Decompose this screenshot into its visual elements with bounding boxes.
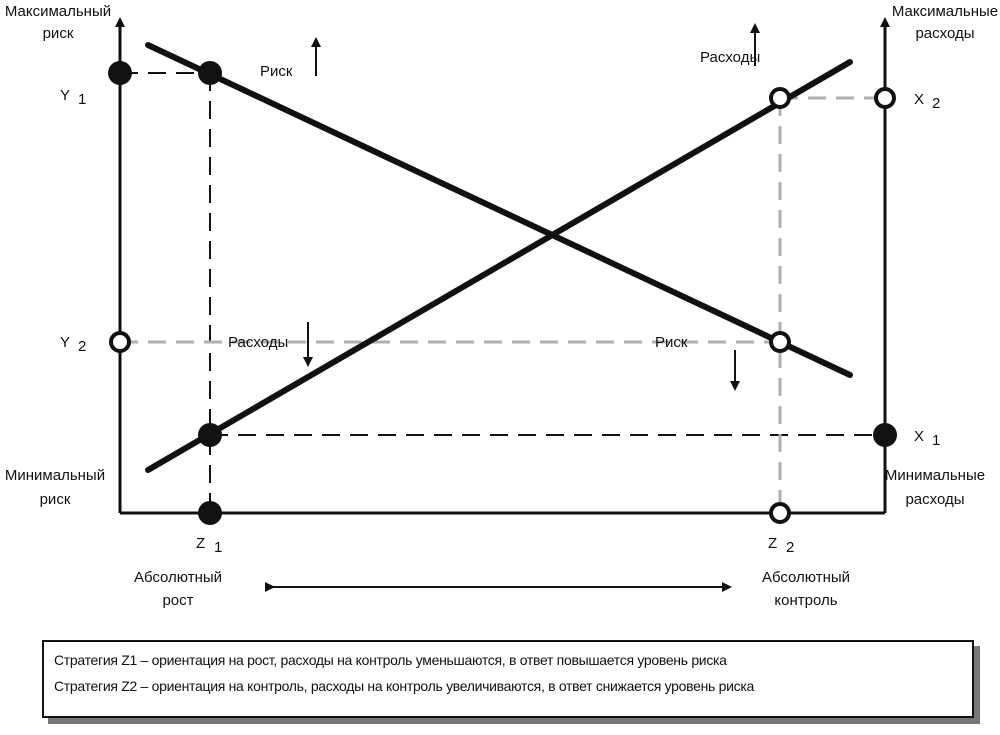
- costs-down-label: Расходы: [228, 334, 288, 351]
- strategy-legend: Стратегия Z1 – ориентация на рост, расхо…: [42, 640, 974, 718]
- risk-line: [145, 42, 853, 378]
- min-risk-label: риск: [40, 491, 71, 508]
- point-risk-z2: [769, 331, 791, 353]
- costs-up-label: Расходы: [700, 49, 760, 66]
- y1-index: 1: [78, 91, 86, 108]
- z2-index: 2: [786, 539, 794, 556]
- point-y1: [108, 61, 132, 85]
- min-risk-label: Минимальный: [5, 467, 105, 484]
- z2-label: Z: [768, 535, 777, 552]
- point-risk-z1: [198, 61, 222, 85]
- max-risk-label: Максимальный: [5, 3, 111, 20]
- risk-down-label: Риск: [655, 334, 688, 351]
- point-z2: [769, 502, 791, 524]
- max-costs-label: расходы: [915, 25, 974, 42]
- abs-growth-label: Абсолютный: [134, 569, 222, 586]
- point-y2: [109, 331, 131, 353]
- min-costs-label: расходы: [905, 491, 964, 508]
- abs-growth-label: рост: [162, 592, 193, 609]
- z1-index: 1: [214, 539, 222, 556]
- x1-label: X: [914, 428, 924, 445]
- max-risk-label: риск: [43, 25, 74, 42]
- z1-label: Z: [196, 535, 205, 552]
- abs-control-label: контроль: [774, 592, 837, 609]
- point-x2: [874, 87, 896, 109]
- y2-label: Y: [60, 334, 70, 351]
- point-cost-z2: [769, 87, 791, 109]
- x1-index: 1: [932, 432, 940, 449]
- point-z1: [198, 501, 222, 525]
- max-costs-label: Максимальные: [892, 3, 998, 20]
- legend-strategy-z2: Стратегия Z2 – ориентация на контроль, р…: [54, 678, 754, 694]
- point-cost-z1: [198, 423, 222, 447]
- x2-label: X: [914, 91, 924, 108]
- y2-index: 2: [78, 338, 86, 355]
- cost-line: [145, 59, 853, 473]
- min-costs-label: Минимальные: [885, 467, 985, 484]
- abs-control-label: Абсолютный: [762, 569, 850, 586]
- point-x1: [873, 423, 897, 447]
- y1-label: Y: [60, 87, 70, 104]
- x2-index: 2: [932, 95, 940, 112]
- risk-up-label: Риск: [260, 63, 293, 80]
- legend-strategy-z1: Стратегия Z1 – ориентация на рост, расхо…: [54, 652, 727, 668]
